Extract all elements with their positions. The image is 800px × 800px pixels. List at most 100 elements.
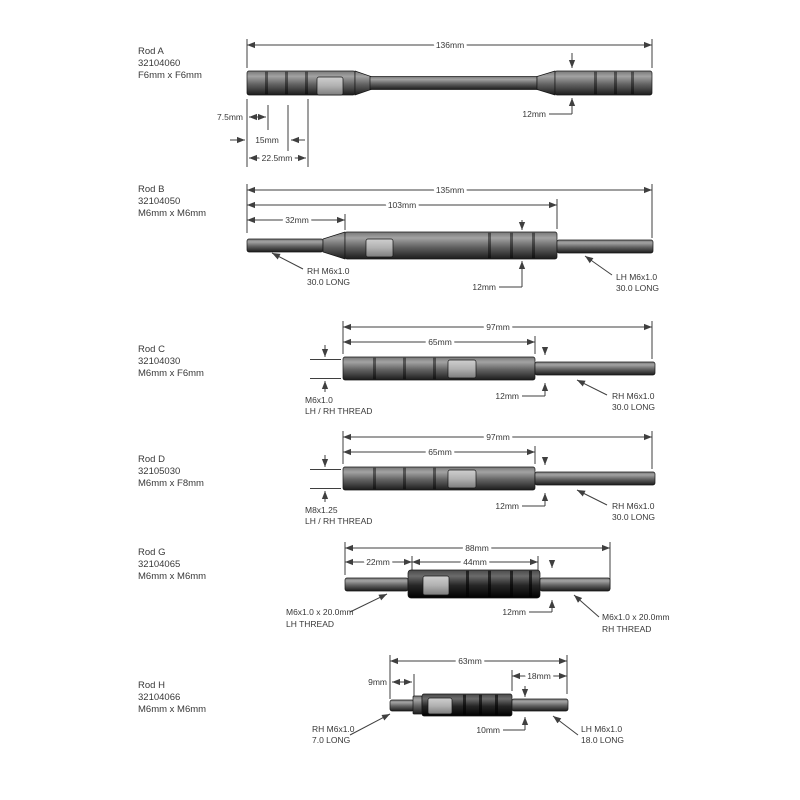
rod-g-part-number: 32104065 [138,559,180,570]
rod-d-section: Rod D 32105030 M6mm x F8mm 97mm 65mm M8x… [138,429,656,526]
rod-c-name: Rod C [138,344,165,355]
rod-a-clip [316,76,344,96]
leader-arrow [349,593,388,613]
rod-b-right-thread-rod [556,239,654,254]
rod-a-spec: F6mm x F6mm [138,70,202,81]
rod-a-dim-b-label: 15mm [255,135,279,145]
rod-h-overall-dim-label: 63mm [458,656,482,666]
rod-h-right-thread-line-1: LH M6x1.0 [581,724,622,734]
groove-line [403,467,406,490]
rod-b-overall-dim-label: 135mm [436,185,464,195]
groove-line [488,232,491,259]
rod-g-right-thread-rod [539,577,611,592]
rod-g-overall-dim-label: 88mm [465,543,489,553]
rod-d-diameter-dim-label: 12mm [495,501,519,511]
rod-g-left-thread-line-2: LH THREAD [286,619,334,629]
rod-d-name: Rod D [138,454,165,465]
groove-line [631,71,634,95]
groove-line [433,467,436,490]
rod-g-right-thread-line-1: M6x1.0 x 20.0mm [602,612,670,622]
rod-c-body-dim-label: 65mm [428,337,452,347]
groove-line [433,357,436,380]
rod-d-spec: M6mm x F8mm [138,478,204,489]
rod-a-taper [536,70,556,96]
rod-g-spec: M6mm x M6mm [138,571,206,582]
rod-b-left-thread-line-2: 30.0 LONG [307,277,350,287]
rod-d-part-number: 32105030 [138,466,180,477]
rod-g-section: Rod G 32104065 M6mm x M6mm 88mm 22mm 44m… [138,540,670,634]
rod-d-left-thread-line-2: LH / RH THREAD [305,516,372,526]
rod-h-right-thread-rod [511,698,569,712]
rod-a-section: Rod A 32104060 F6mm x F6mm 136mm 12mm 7.… [138,37,653,167]
groove-line [614,71,617,95]
rod-a-taper [354,70,372,96]
rod-d-left-thread-line-1: M8x1.25 [305,505,338,515]
rod-b-left-thread-line-1: RH M6x1.0 [307,266,350,276]
rod-h-section: Rod H 32104066 M6mm x M6mm 63mm 9mm 18mm… [138,653,624,745]
rod-h-spec: M6mm x M6mm [138,704,206,715]
rod-b-body-dim-label: 103mm [388,200,416,210]
rod-a-name: Rod A [138,46,165,57]
rod-h-right-thread-line-2: 18.0 LONG [581,735,624,745]
rod-d-body [342,466,536,491]
rod-b-dim-a-label: 32mm [285,215,309,225]
rod-b-right-thread-line-1: LH M6x1.0 [616,272,657,282]
rod-g-left-thread-line-1: M6x1.0 x 20.0mm [286,607,354,617]
rod-c-body [342,356,536,381]
rod-g-clip [422,575,450,596]
rod-a-overall-dim-label: 136mm [436,40,464,50]
rod-d-right-thread-line-1: RH M6x1.0 [612,501,655,511]
rod-h-dim-a-label: 9mm [368,677,387,687]
rod-g-diameter-dim-label: 12mm [502,607,526,617]
rod-b-left-thread-rod [246,238,324,253]
leader-arrow [584,255,613,276]
leader-arrow [271,252,304,270]
leader-arrow [552,715,579,736]
rod-h-part-number: 32104066 [138,692,180,703]
rod-g-left-thread-rod [344,577,409,592]
rod-d-body-dim-label: 65mm [428,447,452,457]
groove-line [488,570,491,598]
rod-a-right-grip [554,70,653,96]
groove-line [510,570,513,598]
leader-arrow [576,489,608,506]
rod-b-taper [322,231,346,260]
groove-line [285,71,288,95]
rod-g-name: Rod G [138,547,165,558]
rod-h-dim-b-label: 18mm [527,671,551,681]
rod-c-left-thread-line-2: LH / RH THREAD [305,406,372,416]
groove-line [373,467,376,490]
rod-h-name: Rod H [138,680,165,691]
groove-line [495,694,498,716]
rod-c-left-thread-line-1: M6x1.0 [305,395,333,405]
leader-arrow [576,379,608,396]
rod-b-part-number: 32104050 [138,196,180,207]
rod-h-diameter-dim-label: 10mm [476,725,500,735]
rod-c-section: Rod C 32104030 M6mm x F6mm 97mm 65mm M6x… [138,319,656,416]
rod-d-clip [447,469,477,489]
rod-d-right-thread-rod [534,471,656,486]
groove-line [529,570,532,598]
groove-line [532,232,535,259]
rod-h-collar [412,695,423,715]
rod-a-dim-a-label: 7.5mm [217,112,243,122]
rod-h-clip [427,697,453,715]
rod-c-clip [447,359,477,379]
leader-arrow [573,594,600,618]
rod-g-dim-a-label: 22mm [366,557,390,567]
groove-line [479,694,482,716]
rod-h-left-thread-line-1: RH M6x1.0 [312,724,355,734]
rod-g-body-dim-label: 44mm [463,557,487,567]
rod-b-spec: M6mm x M6mm [138,208,206,219]
rod-c-part-number: 32104030 [138,356,180,367]
rod-b-name: Rod B [138,184,164,195]
groove-line [466,570,469,598]
groove-line [265,71,268,95]
groove-line [510,232,513,259]
rod-b-section: Rod B 32104050 M6mm x M6mm 135mm 103mm 3… [138,182,659,293]
rod-d-overall-dim-label: 97mm [486,432,510,442]
groove-line [373,357,376,380]
groove-line [463,694,466,716]
